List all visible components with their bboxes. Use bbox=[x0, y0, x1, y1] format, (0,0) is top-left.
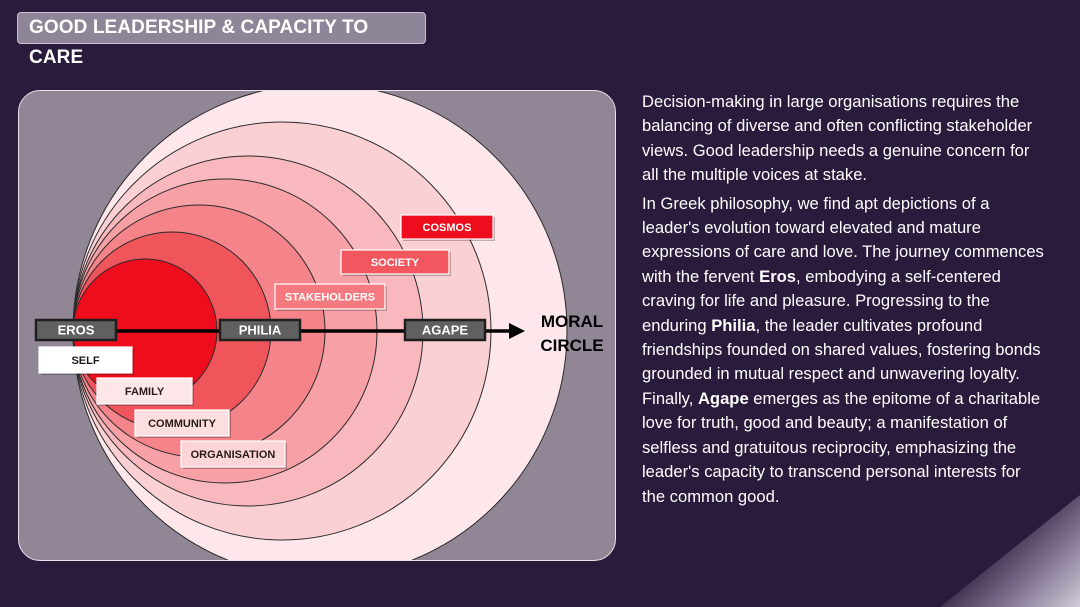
term-philia: Philia bbox=[711, 315, 756, 335]
diagram-panel: EROS PHILIA AGAPE MORAL CIRCLE COSMOS SOCIETY… bbox=[18, 90, 616, 561]
axis-label-text: AGAPE bbox=[422, 323, 469, 338]
label-stakeholders: STAKEHOLDERS bbox=[274, 283, 387, 311]
moral-circle-text: CIRCLE bbox=[540, 336, 603, 355]
label-text: FAMILY bbox=[125, 386, 165, 398]
term-agape: Agape bbox=[697, 388, 749, 408]
label-self: SELF bbox=[38, 346, 134, 375]
axis-box-eros: EROS bbox=[34, 318, 118, 342]
axis-label-text: EROS bbox=[58, 323, 95, 338]
text-run: , embodying a self-centered craving for … bbox=[642, 266, 1001, 335]
label-organisation: ORGANISATION bbox=[180, 440, 287, 469]
nested-circles bbox=[72, 91, 568, 560]
label-family: FAMILY bbox=[96, 377, 194, 406]
moral-circle-text: MORAL bbox=[541, 312, 603, 331]
label-society: SOCIETY bbox=[340, 249, 451, 276]
label-text: ORGANISATION bbox=[191, 449, 276, 461]
label-text: STAKEHOLDERS bbox=[285, 292, 375, 304]
arrow-head-icon bbox=[509, 323, 525, 339]
axis-box-agape: AGAPE bbox=[403, 318, 487, 342]
paragraph-intro: Decision-making in large organisations r… bbox=[642, 92, 1033, 185]
term-eros: Eros bbox=[759, 266, 797, 286]
paragraph-greek: In Greek philosophy, we find apt depicti… bbox=[642, 192, 1047, 509]
label-text: SELF bbox=[71, 355, 99, 367]
text-run: emerges as the epitome of a charitable l… bbox=[642, 388, 1041, 506]
label-text: COMMUNITY bbox=[148, 418, 216, 430]
label-cosmos: COSMOS bbox=[400, 214, 495, 241]
label-text: COSMOS bbox=[423, 222, 472, 234]
text-run: , the leader cultivates profound friends… bbox=[642, 315, 1041, 408]
description-text: Decision-making in large organisations r… bbox=[642, 90, 1047, 513]
moral-circle-diagram: EROS PHILIA AGAPE MORAL CIRCLE COSMOS SOCIETY… bbox=[34, 91, 604, 560]
text-run: In Greek philosophy, we find apt depicti… bbox=[642, 193, 1044, 286]
label-community: COMMUNITY bbox=[134, 409, 231, 438]
label-text: SOCIETY bbox=[371, 257, 420, 269]
slide-title: GOOD LEADERSHIP & CAPACITY TO CARE bbox=[17, 12, 426, 68]
axis-box-philia: PHILIA bbox=[218, 318, 302, 342]
axis: EROS PHILIA AGAPE MORAL CIRCLE bbox=[34, 312, 604, 355]
circle-labels: COSMOS SOCIETY STAKEHOLDERS ORGANISATION COM… bbox=[38, 214, 495, 469]
axis-label-text: PHILIA bbox=[239, 323, 282, 338]
